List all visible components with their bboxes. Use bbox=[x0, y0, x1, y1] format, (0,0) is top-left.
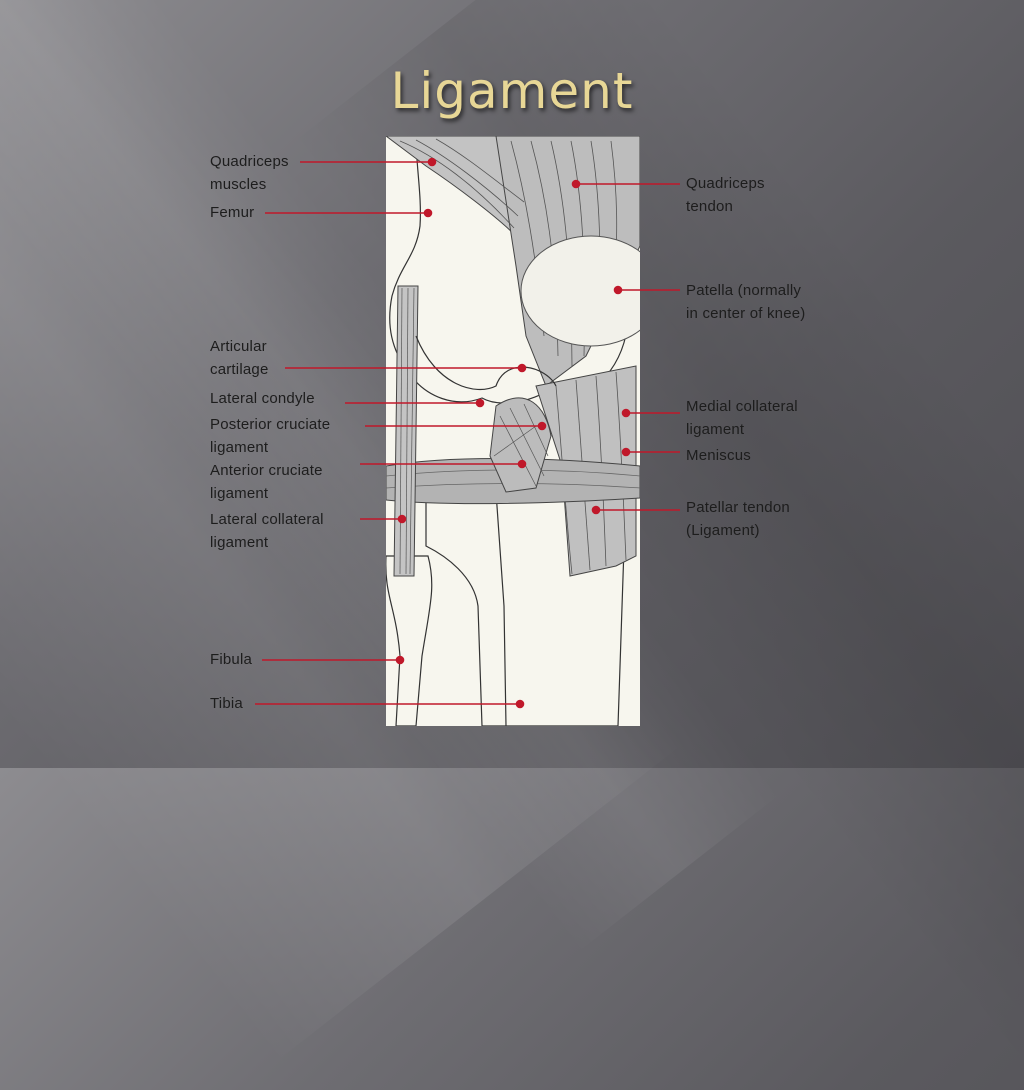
label-medial-collateral-ligament: Medial collateral ligament bbox=[686, 398, 798, 438]
label-femur: Femur bbox=[210, 204, 255, 221]
label-quadriceps-muscles: Quadriceps muscles bbox=[210, 153, 289, 193]
label-meniscus: Meniscus bbox=[686, 447, 751, 464]
label-lateral-collateral-ligament: Lateral collateral ligament bbox=[210, 511, 324, 551]
label-patellar-tendon: Patellar tendon (Ligament) bbox=[686, 499, 790, 539]
label-patella: Patella (normally in center of knee) bbox=[686, 282, 806, 322]
label-quadriceps-tendon: Quadriceps tendon bbox=[686, 175, 765, 215]
label-tibia: Tibia bbox=[210, 695, 243, 712]
leader-lines bbox=[255, 157, 680, 709]
label-fibula: Fibula bbox=[210, 651, 253, 668]
slide-title: Ligament bbox=[390, 62, 634, 120]
knee-illustration bbox=[386, 136, 640, 726]
label-articular-cartilage: Articular cartilage bbox=[210, 338, 269, 378]
knee-diagram bbox=[386, 136, 640, 726]
label-lateral-condyle: Lateral condyle bbox=[210, 390, 315, 407]
label-anterior-cruciate-ligament: Anterior cruciate ligament bbox=[210, 462, 323, 502]
label-posterior-cruciate-ligament: Posterior cruciate ligament bbox=[210, 416, 331, 456]
